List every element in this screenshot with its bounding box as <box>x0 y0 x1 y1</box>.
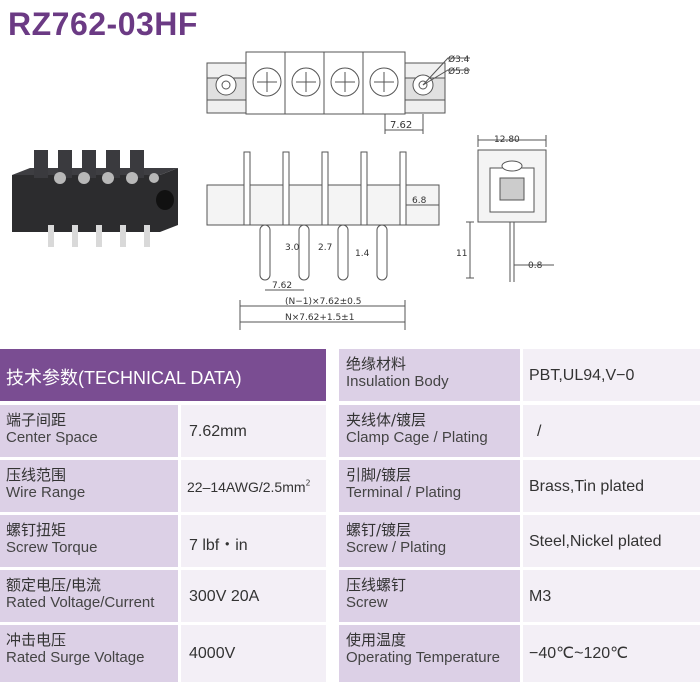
product-photo <box>12 150 178 247</box>
row-label-wire-range: 压线范围 Wire Range <box>0 460 178 512</box>
row-value-screw-plating: Steel,Nickel plated <box>523 515 700 567</box>
row-label-center-space: 端子间距 Center Space <box>0 405 178 457</box>
row-value-wire-range: 22–14AWG/2.5mm2 <box>181 460 326 512</box>
front-view <box>206 151 440 330</box>
row-label-terminal: 引脚/镀层 Terminal / Plating <box>339 460 520 512</box>
row-label-surge-voltage: 冲击电压 Rated Surge Voltage <box>0 625 178 682</box>
top-view <box>206 51 470 134</box>
pin-3-dim: 3.0 <box>285 243 300 253</box>
formula-2: N×7.62+1.5±1 <box>285 313 354 323</box>
row-value-rated-voltage: 300V 20A <box>181 570 326 622</box>
side-width-dim: 12.80 <box>494 135 520 145</box>
technical-drawing: Ø3.4 Ø5.8 7.62 6.8 3.0 2.7 1.4 7.62 (N−1… <box>12 51 554 330</box>
row-label-insulation: 绝缘材料 Insulation Body <box>339 349 520 401</box>
row-value-screw: M3 <box>523 570 700 622</box>
row-label-screw-torque: 螺钉扭矩 Screw Torque <box>0 515 178 567</box>
row-value-clamp-cage: / <box>523 405 700 457</box>
hole-small-dim: Ø3.4 <box>448 54 470 65</box>
pitch-dim-top: 7.62 <box>390 120 412 131</box>
pin-offset-dim: 6.8 <box>412 196 427 206</box>
side-11-dim: 11 <box>456 249 467 259</box>
row-value-screw-torque: 7 lbf・in <box>181 515 326 567</box>
row-value-terminal: Brass,Tin plated <box>523 460 700 512</box>
row-label-operating-temp: 使用温度 Operating Temperature <box>339 625 520 682</box>
pitch-dim-bottom: 7.62 <box>272 281 292 291</box>
row-value-surge-voltage: 4000V <box>181 625 326 682</box>
row-value-center-space: 7.62mm <box>181 405 326 457</box>
row-label-screw: 压线螺钉 Screw <box>339 570 520 622</box>
row-label-rated-voltage: 额定电压/电流 Rated Voltage/Current <box>0 570 178 622</box>
pin-27-dim: 2.7 <box>318 243 332 253</box>
side-view <box>466 135 554 282</box>
table-header: 技术参数(TECHNICAL DATA) <box>0 349 326 401</box>
row-label-clamp-cage: 夹线体/镀层 Clamp Cage / Plating <box>339 405 520 457</box>
row-value-operating-temp: −40℃~120℃ <box>523 625 700 682</box>
formula-1: (N−1)×7.62±0.5 <box>285 297 361 307</box>
hole-large-dim: Ø5.8 <box>448 66 470 77</box>
product-title: RZ762-03HF <box>8 6 198 42</box>
row-label-screw-plating: 螺钉/镀层 Screw / Plating <box>339 515 520 567</box>
pin-14-dim: 1.4 <box>355 249 370 259</box>
row-value-insulation: PBT,UL94,V−0 <box>523 349 700 401</box>
side-08-dim: 0.8 <box>528 261 543 271</box>
